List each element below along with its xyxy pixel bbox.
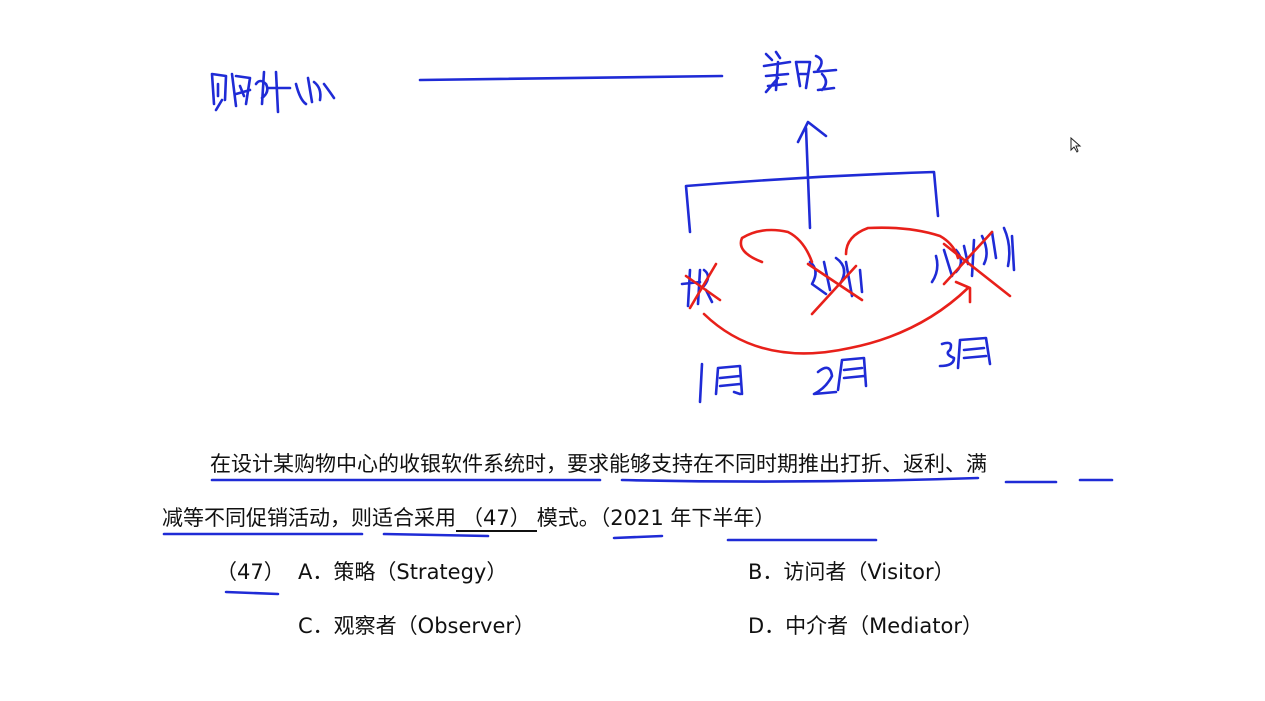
- mouse-cursor-icon: [1070, 136, 1082, 153]
- question-line-2: 减等不同促销活动，则适合采用（47）模式。（2021 年下半年）: [162, 506, 775, 532]
- handwriting-month-2: [812, 356, 868, 396]
- handwriting-discount: [680, 268, 714, 308]
- handwriting-arrow: [796, 120, 828, 230]
- question-line-2-start: 减等不同促销活动，则适合采用: [162, 506, 456, 530]
- underline-2: [620, 476, 980, 483]
- red-arc-right: [844, 226, 960, 260]
- red-arc-left: [739, 228, 814, 264]
- handwriting-full-reduction: [930, 226, 1016, 284]
- option-number: （47）: [216, 560, 285, 584]
- underline-7: [612, 534, 664, 540]
- option-a: A．策略（Strategy）: [298, 560, 508, 584]
- handwriting-connector-line: [418, 74, 724, 82]
- cross-out-full-reduction: [942, 230, 1012, 298]
- handwriting-bracket: [684, 170, 940, 234]
- handwriting-shopping-center: [210, 70, 336, 114]
- cross-out-discount: [684, 262, 722, 310]
- underline-9: [224, 590, 280, 596]
- question-line-2-end: 模式。（2021 年下半年）: [536, 506, 776, 530]
- question-blank: （47）: [456, 506, 537, 532]
- handwriting-strategy: [762, 50, 838, 94]
- handwriting-rebate: [808, 256, 864, 298]
- handwriting-month-1: [698, 362, 744, 404]
- option-b: B．访问者（Visitor）: [748, 560, 955, 584]
- question-line-1: 在设计某购物中心的收银软件系统时，要求能够支持在不同时期推出打折、返利、满: [210, 452, 987, 476]
- handwriting-month-3: [938, 336, 992, 370]
- cross-out-rebate: [806, 262, 864, 316]
- option-d: D．中介者（Mediator）: [748, 614, 983, 638]
- underline-6: [382, 532, 490, 538]
- option-c: C．观察者（Observer）: [298, 614, 535, 638]
- red-arc-bottom: [702, 280, 972, 355]
